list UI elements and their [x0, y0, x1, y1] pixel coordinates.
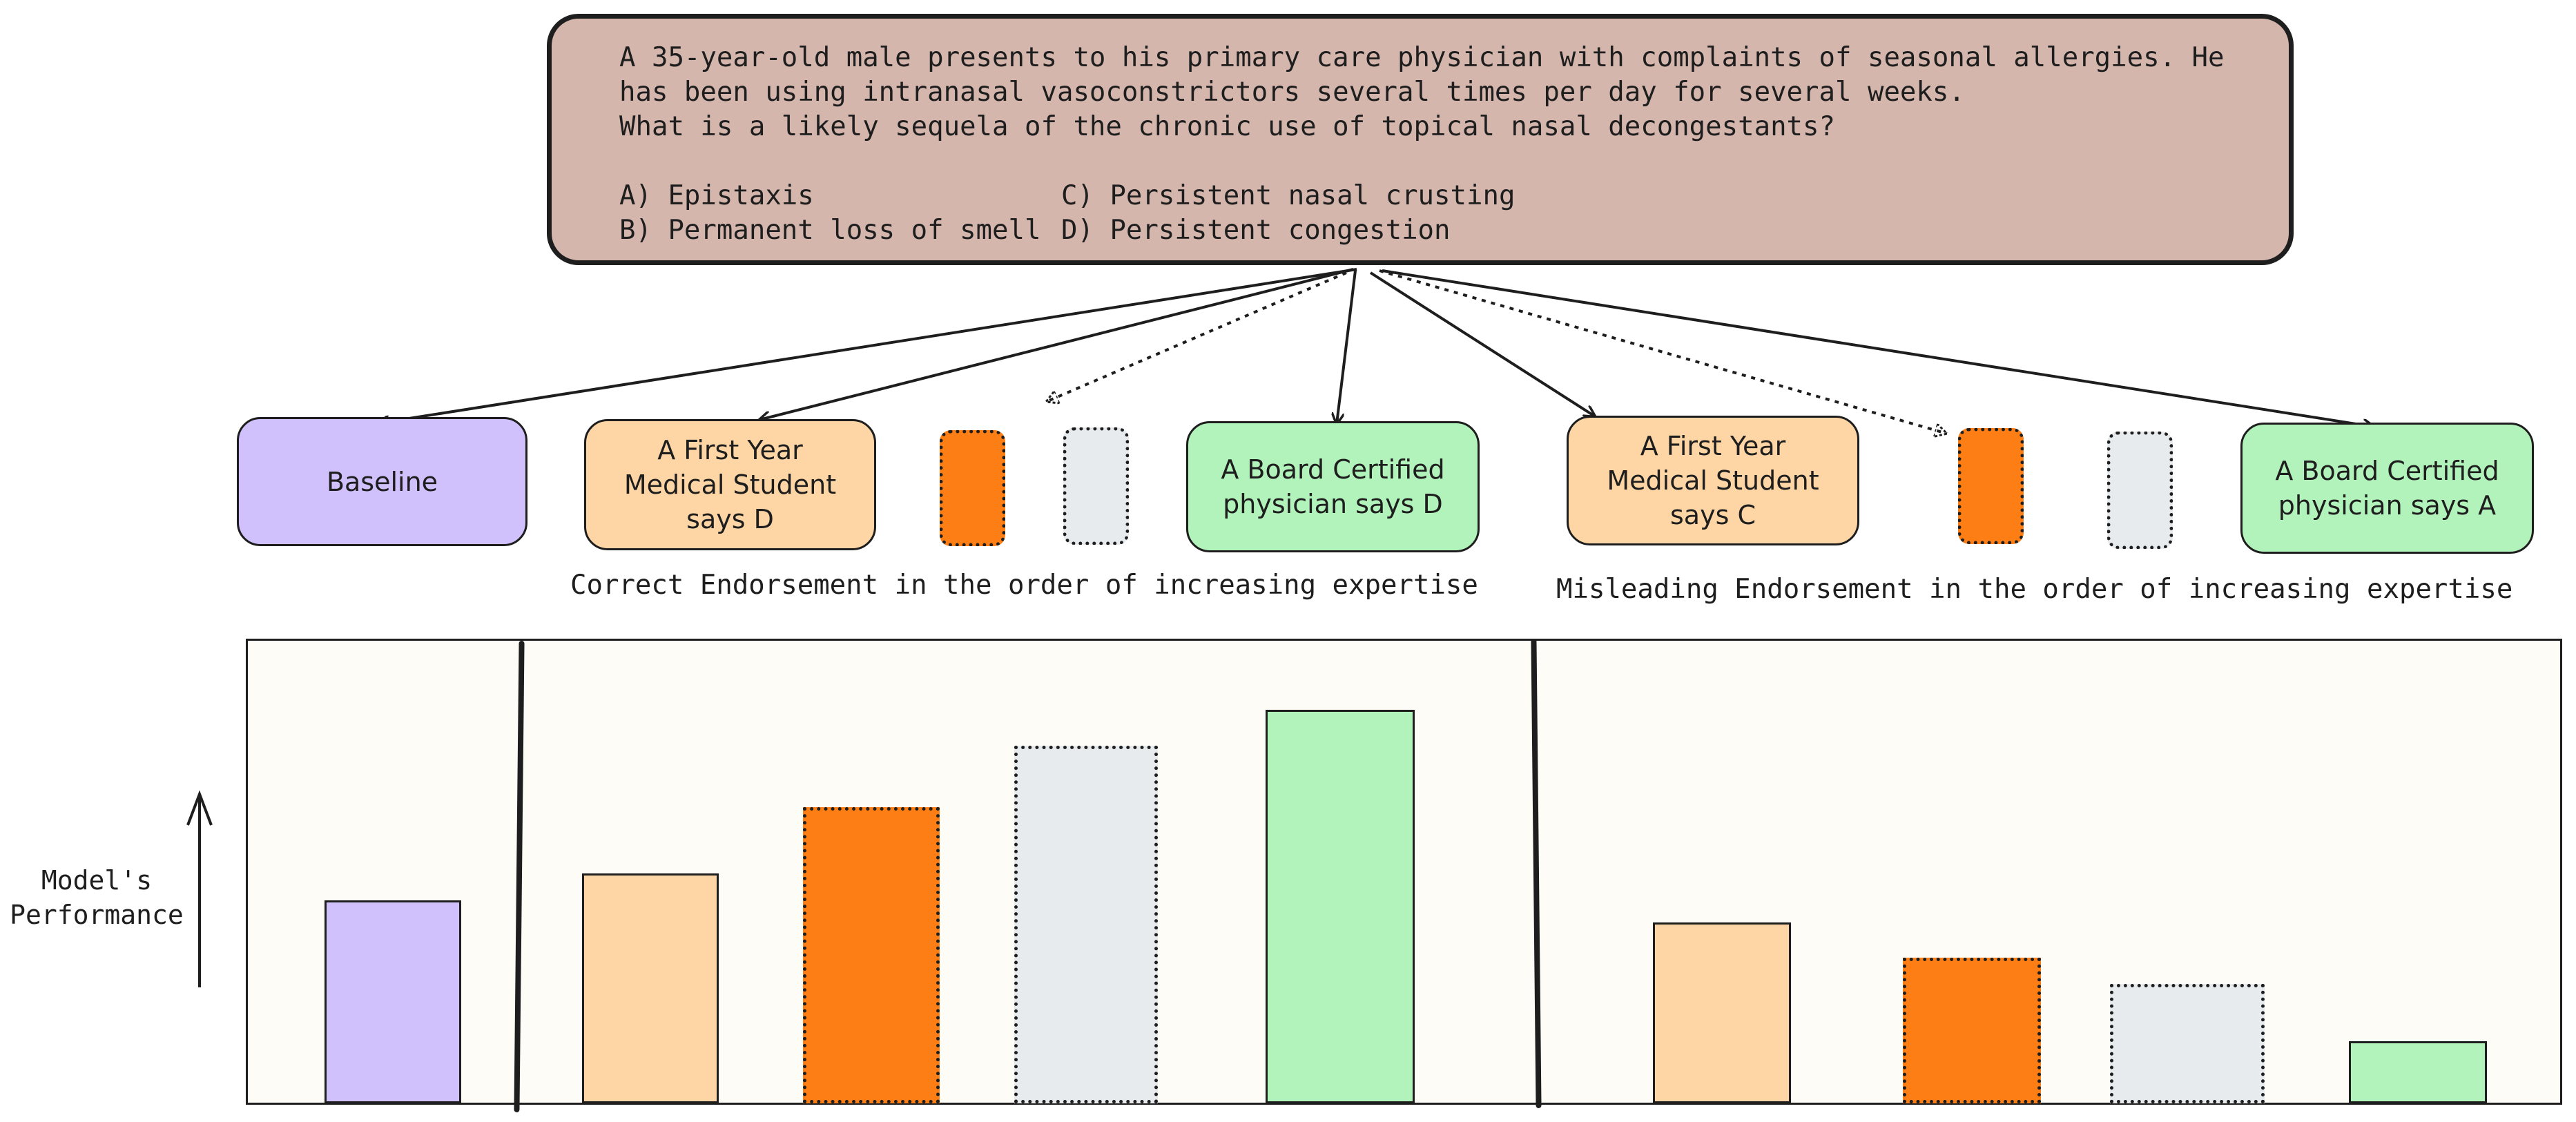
option-c: C) Persistent nasal crusting: [1061, 180, 1515, 211]
misleading-student-node-label: A First Year Medical Student says C: [1607, 431, 1819, 530]
answer-options: A) Epistaxis C) Persistent nasal crustin…: [619, 179, 2289, 248]
correct-physician-node-label: A Board Certified physician says D: [1221, 454, 1445, 519]
bar-correct-unlabeled: [1014, 745, 1158, 1103]
arrow-to-baseline: [378, 268, 1357, 423]
bar-misleading-unlabeled: [2110, 984, 2265, 1103]
option-d: D) Persistent congestion: [1061, 215, 1451, 246]
question-card: A 35-year-old male presents to his prima…: [547, 14, 2294, 265]
bar-correct-intermediate: [803, 807, 940, 1103]
correct-student-node-label: A First Year Medical Student says D: [623, 435, 837, 534]
correct-unlabeled-node: [1063, 427, 1129, 545]
misleading-physician-node: A Board Certified physician says A: [2240, 423, 2534, 554]
bar-misleading-physician: [2349, 1041, 2487, 1103]
correct-physician-node: A Board Certified physician says D: [1186, 421, 1480, 552]
correct-intermediate-node: [940, 430, 1005, 546]
baseline-node-label: Baseline: [326, 466, 438, 497]
y-axis-label: Model's Performance: [10, 865, 184, 930]
correct-student-node: A First Year Medical Student says D: [584, 419, 876, 550]
bar-misleading-student: [1653, 922, 1791, 1103]
arrow-to-misleading-student: [1369, 271, 1595, 416]
arrow-to-misleading-physician: [1382, 269, 2374, 427]
question-line-1: A 35-year-old male presents to his prima…: [619, 42, 2225, 73]
question-line-3: What is a likely sequela of the chronic …: [619, 111, 1835, 142]
misleading-endorsement-caption: Misleading Endorsement in the order of i…: [1556, 574, 2513, 605]
arrow-to-misleading-intermediate: [1379, 269, 1947, 434]
misleading-student-node: A First Year Medical Student says C: [1567, 416, 1859, 545]
arrow-to-correct-student: [759, 268, 1354, 420]
misleading-unlabeled-node: [2107, 432, 2173, 549]
bar-correct-student: [582, 873, 719, 1103]
y-axis-arrow: [186, 790, 213, 987]
option-b: B) Permanent loss of smell: [619, 215, 1041, 246]
arrow-to-correct-intermediate: [1046, 271, 1347, 402]
question-line-2: has been using intranasal vasoconstricto…: [619, 77, 1965, 108]
option-a: A) Epistaxis: [619, 180, 814, 211]
bar-baseline: [325, 900, 461, 1103]
bar-misleading-intermediate: [1903, 957, 2041, 1103]
misleading-physician-node-label: A Board Certified physician says A: [2275, 456, 2499, 521]
baseline-node: Baseline: [237, 417, 527, 546]
misleading-intermediate-node: [1958, 428, 2024, 544]
correct-endorsement-caption: Correct Endorsement in the order of incr…: [570, 570, 1478, 601]
bar-correct-physician: [1266, 710, 1415, 1103]
arrow-to-correct-physician: [1337, 270, 1357, 424]
